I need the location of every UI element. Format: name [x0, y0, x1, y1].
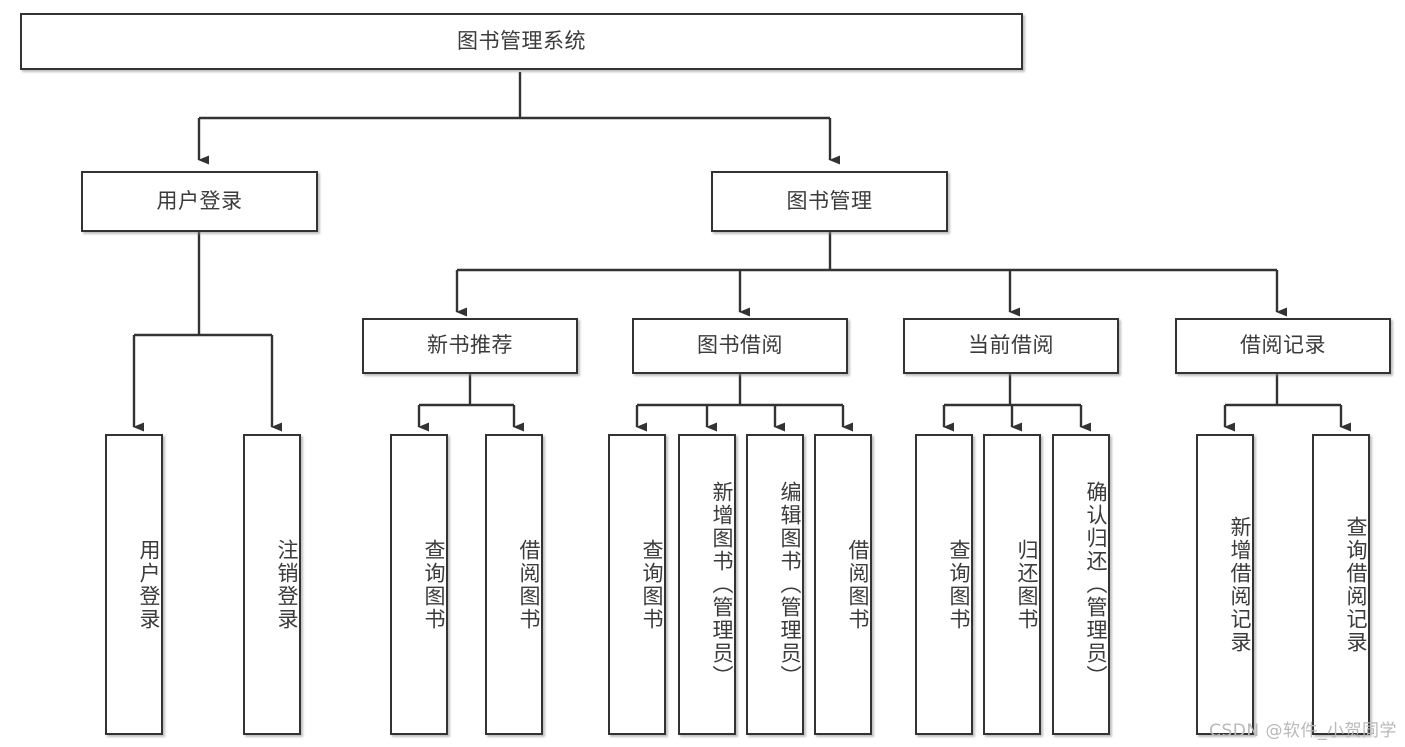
node-leaf-add-borrow-record[interactable]: 新增借阅记录 [1196, 434, 1254, 735]
node-leaf-borrow-book[interactable]: 借阅图书 [814, 434, 872, 735]
node-leaf-add-book-admin-label: 新增图书（管理员） [710, 481, 734, 688]
node-leaf-confirm-return-admin-label: 确认归还（管理员） [1084, 481, 1108, 688]
node-leaf-query-borrow-record-label: 查询借阅记录 [1344, 515, 1368, 654]
node-leaf-confirm-return-admin[interactable]: 确认归还（管理员） [1052, 434, 1110, 735]
node-leaf-return-book-label: 归还图书 [1015, 538, 1039, 631]
node-leaf-recommend-borrow-book[interactable]: 借阅图书 [485, 434, 543, 735]
node-leaf-return-book[interactable]: 归还图书 [983, 434, 1041, 735]
node-leaf-recommend-query-book-label: 查询图书 [422, 538, 446, 631]
node-leaf-borrow-query-book-label: 查询图书 [640, 538, 664, 631]
node-book-borrow[interactable]: 图书借阅 [632, 318, 848, 374]
node-leaf-user-login[interactable]: 用户登录 [105, 434, 163, 735]
node-new-book-recommend-label: 新书推荐 [427, 333, 513, 358]
node-leaf-add-book-admin[interactable]: 新增图书（管理员） [678, 434, 736, 735]
node-root-book-management-system[interactable]: 图书管理系统 [20, 13, 1023, 70]
node-leaf-borrow-book-label: 借阅图书 [846, 538, 870, 631]
node-leaf-logout[interactable]: 注销登录 [243, 434, 301, 735]
node-leaf-borrow-query-book[interactable]: 查询图书 [608, 434, 666, 735]
node-leaf-current-query-book[interactable]: 查询图书 [915, 434, 973, 735]
node-current-borrow-label: 当前借阅 [968, 333, 1054, 358]
node-book-management[interactable]: 图书管理 [711, 171, 948, 232]
node-borrow-record[interactable]: 借阅记录 [1175, 318, 1391, 374]
node-book-borrow-label: 图书借阅 [697, 333, 783, 358]
node-leaf-query-borrow-record[interactable]: 查询借阅记录 [1312, 434, 1370, 735]
node-leaf-logout-label: 注销登录 [275, 538, 299, 631]
node-current-borrow[interactable]: 当前借阅 [903, 318, 1119, 374]
node-leaf-edit-book-admin[interactable]: 编辑图书（管理员） [746, 434, 804, 735]
node-book-management-label: 图书管理 [786, 188, 873, 213]
node-borrow-record-label: 借阅记录 [1240, 333, 1326, 358]
node-leaf-recommend-query-book[interactable]: 查询图书 [390, 434, 448, 735]
node-leaf-recommend-borrow-book-label: 借阅图书 [517, 538, 541, 631]
node-new-book-recommend[interactable]: 新书推荐 [362, 318, 578, 374]
node-user-login-label: 用户登录 [156, 188, 243, 213]
node-leaf-current-query-book-label: 查询图书 [947, 538, 971, 631]
node-leaf-add-borrow-record-label: 新增借阅记录 [1228, 515, 1252, 654]
node-user-login[interactable]: 用户登录 [81, 171, 318, 232]
node-root-label: 图书管理系统 [457, 28, 586, 53]
node-leaf-user-login-label: 用户登录 [137, 538, 161, 631]
node-leaf-edit-book-admin-label: 编辑图书（管理员） [778, 481, 802, 688]
